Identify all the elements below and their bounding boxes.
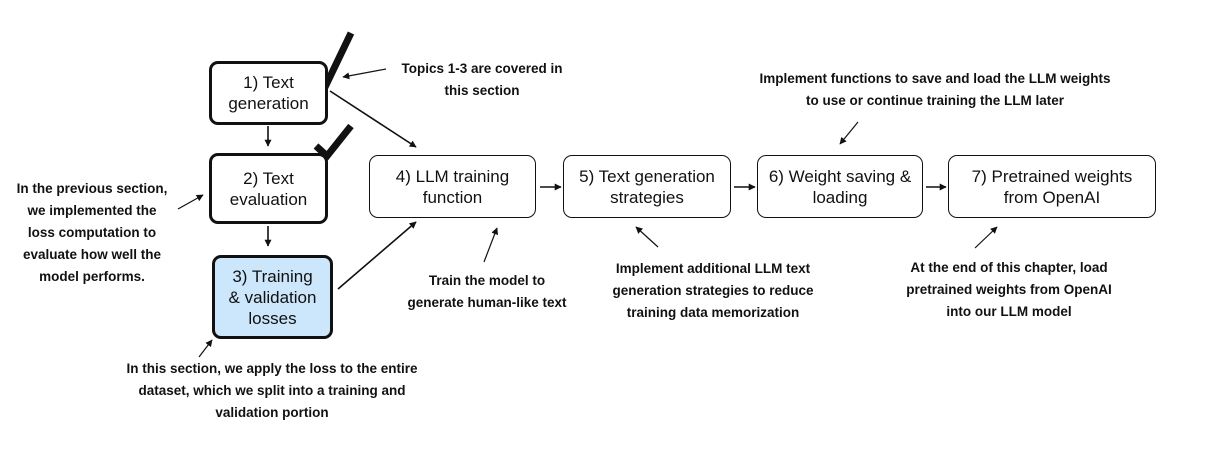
step-3-training-validation-losses: 3) Training & validation losses (212, 255, 333, 339)
pointer-this-section (198, 339, 213, 358)
note-save-load-weights: Implement functions to save and load the… (759, 71, 1111, 108)
pointer-save (839, 121, 859, 145)
step-2-text-evaluation: 2) Text evaluation (209, 153, 328, 224)
pointer-previous (177, 194, 204, 210)
pointer-topics (342, 68, 387, 80)
step-7-pretrained-weights: 7) Pretrained weights from OpenAI (948, 155, 1156, 218)
arrow-1-to-4 (329, 90, 417, 148)
checkmark-icon-2 (313, 123, 354, 162)
note-train-model: Train the model to generate human-like t… (407, 273, 567, 310)
step-4-llm-training-function: 4) LLM training function (369, 155, 536, 218)
step-6-weight-saving-loading: 6) Weight saving & loading (757, 155, 923, 218)
pointer-end (974, 226, 998, 249)
step-5-text-generation-strategies: 5) Text generation strategies (563, 155, 731, 218)
step-1-text-generation: 1) Text generation (209, 61, 328, 125)
note-topics-covered: Topics 1-3 are covered in this section (401, 61, 563, 98)
arrow-3-to-4 (337, 221, 417, 290)
pointer-strategies (635, 226, 659, 248)
pointer-train (483, 227, 499, 263)
note-generation-strategies: Implement additional LLM text generation… (612, 261, 814, 320)
note-this-section: In this section, we apply the loss to th… (126, 361, 418, 420)
note-previous-section: In the previous section, we implemented … (16, 181, 168, 284)
note-end-of-chapter: At the end of this chapter, load pretrai… (906, 260, 1112, 319)
